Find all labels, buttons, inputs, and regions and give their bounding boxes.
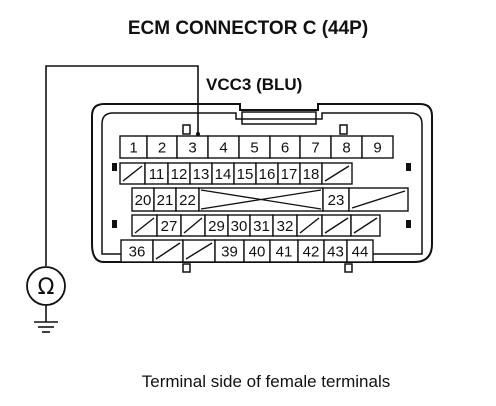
terminal-22: 22	[175, 187, 200, 212]
terminal-blank	[182, 239, 216, 263]
terminal-blank	[131, 214, 158, 237]
terminal-label: 12	[171, 166, 188, 183]
terminal-label: 41	[276, 244, 293, 261]
terminal-label: 40	[249, 244, 266, 261]
terminal-blank	[348, 187, 409, 212]
terminal-4: 4	[207, 135, 240, 159]
terminal-label: 18	[303, 166, 320, 183]
terminal-label: 1	[129, 140, 137, 157]
terminal-blank	[296, 214, 323, 237]
terminal-label: 11	[149, 166, 165, 183]
terminal-3: 3	[176, 135, 209, 159]
terminal-label: 8	[342, 140, 350, 157]
test-lead	[45, 65, 200, 266]
terminal-blank	[321, 162, 353, 185]
terminal-label: 39	[221, 244, 238, 261]
terminal-30: 30	[227, 214, 251, 237]
terminal-44: 44	[346, 239, 374, 263]
terminal-29: 29	[204, 214, 229, 237]
terminal-label: 32	[277, 218, 294, 235]
terminal-label: 43	[327, 244, 344, 261]
terminal-blank	[321, 214, 352, 237]
terminal-label: 29	[208, 218, 225, 235]
side-tab-right-2	[406, 220, 411, 228]
terminal-label: 7	[311, 140, 319, 157]
terminal-23: 23	[322, 187, 350, 212]
terminal-11: 11	[144, 162, 169, 185]
terminal-36: 36	[120, 239, 154, 263]
ohmmeter-icon: Ω	[38, 275, 55, 300]
terminal-label: 31	[253, 218, 270, 235]
terminal-18: 18	[299, 162, 323, 185]
terminal-42: 42	[297, 239, 325, 263]
side-tab-right-1	[406, 163, 411, 171]
terminal-7: 7	[299, 135, 332, 159]
diagram-title: ECM CONNECTOR C (44P)	[128, 18, 368, 39]
terminal-21: 21	[153, 187, 177, 212]
terminal-label: 21	[157, 192, 174, 209]
ground-icon	[34, 321, 58, 333]
terminal-9: 9	[361, 135, 394, 159]
terminal-label: 22	[179, 192, 196, 209]
terminal-15: 15	[233, 162, 257, 185]
terminal-label: 15	[237, 166, 254, 183]
terminal-8: 8	[330, 135, 363, 159]
terminal-31: 31	[249, 214, 274, 237]
terminal-14: 14	[211, 162, 235, 185]
side-tab-left-1	[112, 163, 117, 171]
wire-label: VCC3 (BLU)	[206, 75, 302, 94]
terminal-label: 3	[188, 140, 196, 157]
terminal-2: 2	[146, 135, 178, 159]
terminal-label: 5	[250, 140, 258, 157]
probe-tip	[196, 132, 200, 136]
terminal-39: 39	[214, 239, 245, 263]
terminal-16: 16	[255, 162, 279, 185]
terminal-27: 27	[156, 214, 182, 237]
terminal-label: 14	[215, 166, 232, 183]
terminal-label: 27	[161, 218, 178, 235]
terminal-12: 12	[167, 162, 191, 185]
connector-housing	[91, 103, 433, 273]
terminal-40: 40	[243, 239, 271, 263]
terminal-blank	[152, 239, 184, 263]
terminal-label: 17	[281, 166, 298, 183]
terminal-1: 1	[119, 135, 148, 159]
terminal-43: 43	[323, 239, 348, 263]
terminal-41: 41	[269, 239, 299, 263]
terminal-blank	[180, 214, 206, 237]
terminal-32: 32	[272, 214, 298, 237]
terminal-17: 17	[277, 162, 301, 185]
ohmmeter: Ω	[26, 266, 66, 322]
terminal-label: 6	[281, 140, 289, 157]
diagram-caption: Terminal side of female terminals	[142, 372, 390, 391]
terminal-label: 23	[328, 192, 345, 209]
terminal-label: 13	[193, 166, 210, 183]
terminal-blank	[119, 162, 146, 185]
terminal-label: 16	[259, 166, 276, 183]
terminal-label: 20	[135, 192, 152, 209]
terminal-label: 36	[129, 244, 146, 261]
terminal-block-crossed	[198, 187, 324, 212]
terminal-label: 2	[158, 140, 166, 157]
side-tab-left-2	[112, 220, 117, 228]
terminal-20: 20	[131, 187, 155, 212]
terminal-label: 44	[352, 244, 369, 261]
terminal-label: 30	[231, 218, 248, 235]
terminal-13: 13	[189, 162, 213, 185]
terminal-5: 5	[238, 135, 271, 159]
terminal-label: 42	[303, 244, 320, 261]
terminal-label: 4	[219, 140, 227, 157]
terminal-blank	[350, 214, 381, 237]
terminal-label: 9	[373, 140, 381, 157]
terminal-6: 6	[269, 135, 301, 159]
